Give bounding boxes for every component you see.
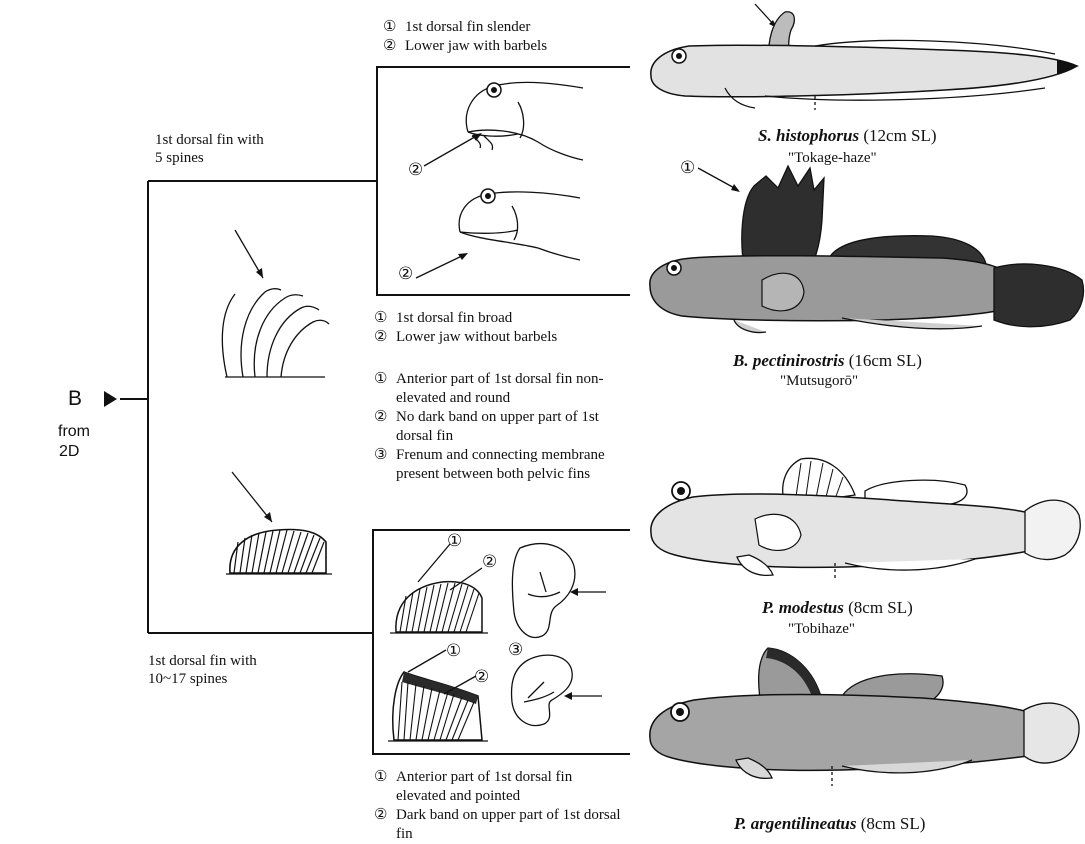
- marker-2-pointed-fin: ②: [474, 667, 489, 687]
- branch-upper-line1: 1st dorsal fin with: [155, 131, 264, 149]
- fish-b-pectinirostris-illustration: [642, 160, 1085, 340]
- species-size: (16cm SL): [849, 351, 922, 370]
- species-caption: P. modestus (8cm SL): [762, 598, 913, 618]
- species-common-name: "Tobihaze": [788, 620, 855, 638]
- marker-2-round-fin: ②: [482, 552, 497, 572]
- entry-label: B: [68, 387, 82, 411]
- marker-3-pelvic: ③: [508, 640, 523, 660]
- species-size: (8cm SL): [861, 814, 926, 833]
- marker-1-round-fin: ①: [447, 531, 462, 551]
- branch-lower-label: 1st dorsal fin with 10~17 spines: [148, 652, 257, 688]
- arrow-to-jaw-icon: [414, 246, 484, 286]
- species-size: (12cm SL): [863, 126, 936, 145]
- species-size: (8cm SL): [848, 598, 913, 617]
- species-caption: B. pectinirostris (16cm SL): [733, 351, 922, 371]
- fish-p-modestus-illustration: [645, 455, 1085, 585]
- fish-s-histophorus-illustration: [645, 0, 1085, 110]
- branch-upper-line2: 5 spines: [155, 149, 264, 167]
- lower-fin-comparison-illustration: [378, 532, 628, 752]
- marker-2-lower-head: ②: [398, 264, 413, 284]
- arrow-to-barbels-icon: [420, 128, 500, 178]
- branch-lower-line1: 1st dorsal fin with: [148, 652, 257, 670]
- species-caption: P. argentilineatus (8cm SL): [734, 814, 925, 834]
- species-common-name: "Mutsugorō": [780, 372, 858, 390]
- species-name: S. histophorus: [758, 126, 859, 145]
- marker-1-pointed-fin: ①: [446, 641, 461, 661]
- fish-p-argentilineatus-illustration: [642, 640, 1082, 790]
- branch-upper-label: 1st dorsal fin with 5 spines: [155, 131, 264, 167]
- entry-code: 2D: [59, 442, 79, 461]
- species-name: B. pectinirostris: [733, 351, 844, 370]
- entry-arrow-icon: [104, 391, 117, 407]
- species-name: P. argentilineatus: [734, 814, 857, 833]
- branch-lower-line2: 10~17 spines: [148, 670, 257, 688]
- species-caption: S. histophorus (12cm SL): [758, 126, 937, 146]
- fin-10-17-spines-illustration: [218, 466, 348, 596]
- fin-5-spines-illustration: [205, 222, 345, 382]
- entry-from: from: [58, 422, 90, 441]
- species-name: P. modestus: [762, 598, 844, 617]
